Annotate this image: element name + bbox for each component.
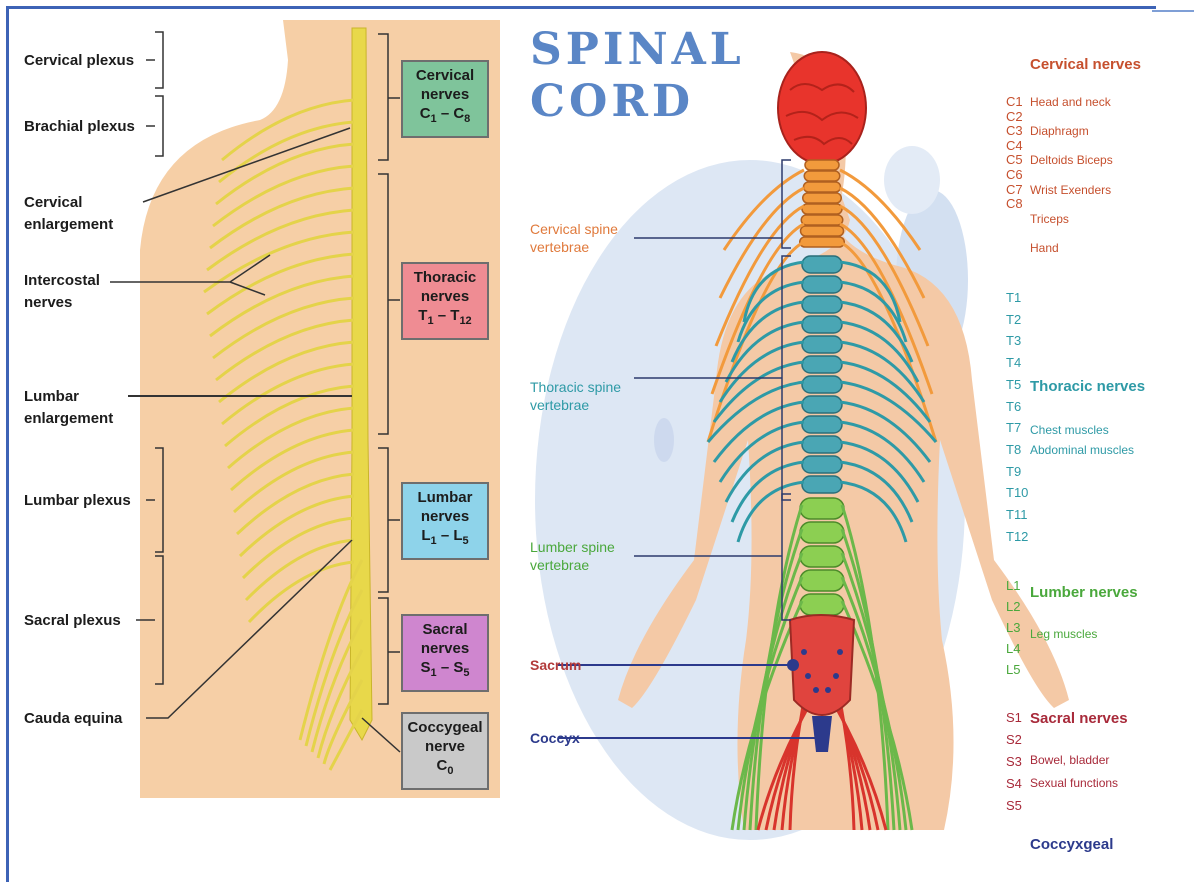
box-lumbar-range: L1 – L5 (403, 526, 487, 551)
group-title-cervical: Cervical nerves (1030, 56, 1141, 73)
nerve-code: S2 (1006, 730, 1022, 750)
nerve-code: S5 (1006, 796, 1022, 816)
vertebra (802, 276, 842, 293)
box-coccygeal-line1: Coccygeal (403, 718, 487, 737)
vertebra (802, 316, 842, 333)
nerve-code: T3 (1006, 331, 1021, 351)
label-cervical-enlargement: Cervical enlargement (24, 192, 113, 236)
box-lumbar-nerves: Lumbar nerves L1 – L5 (401, 482, 489, 560)
box-thoracic-line2: nerves (403, 287, 487, 306)
nerve-code: C8 (1006, 194, 1023, 214)
vertebra (802, 456, 842, 473)
vertebra (802, 376, 842, 393)
vertebra (805, 160, 839, 170)
label-lumber-spine-vertebrae: Lumber spine vertebrae (530, 538, 615, 574)
nerve-code: T12 (1006, 527, 1028, 547)
nerve-function: Triceps (1030, 209, 1069, 229)
box-lumbar-line2: nerves (403, 507, 487, 526)
label-cauda-equina: Cauda equina (24, 708, 122, 730)
vertebra (804, 182, 841, 192)
vertebra (802, 256, 842, 273)
box-coccygeal-line2: nerve (403, 737, 487, 756)
nerve-code: L3 (1006, 618, 1020, 638)
nerve-code: T7 (1006, 418, 1021, 438)
label-cervical-spine-vertebrae: Cervical spine vertebrae (530, 220, 618, 256)
group-title-thoracic: Thoracic nerves (1030, 378, 1145, 395)
label-sacrum: Sacrum (530, 656, 581, 674)
vertebra (800, 237, 845, 247)
vertebra (802, 476, 842, 493)
group-title-coccygeal: Coccyxgeal (1030, 836, 1113, 853)
nerve-function: Sexual functions (1030, 773, 1118, 793)
nerve-code: T10 (1006, 483, 1028, 503)
nerve-code: L4 (1006, 639, 1020, 659)
nerve-code: T6 (1006, 397, 1021, 417)
box-sacral-line2: nerves (403, 639, 487, 658)
nerve-function: Deltoids Biceps (1030, 150, 1113, 170)
vertebra (802, 436, 842, 453)
nerve-code: L5 (1006, 660, 1020, 680)
vertebra (802, 336, 842, 353)
group-title-sacral: Sacral nerves (1030, 710, 1128, 727)
nerve-code: L2 (1006, 597, 1020, 617)
label-thoracic-spine-vertebrae: Thoracic spine vertebrae (530, 378, 621, 414)
nerve-function: Diaphragm (1030, 121, 1089, 141)
nerve-code: T8 (1006, 440, 1021, 460)
box-cervical-line1: Cervical (403, 66, 487, 85)
label-sacral-plexus: Sacral plexus (24, 610, 121, 632)
nerve-code: T2 (1006, 310, 1021, 330)
box-thoracic-line1: Thoracic (403, 268, 487, 287)
nerve-code: T9 (1006, 462, 1021, 482)
vertebra (802, 416, 842, 433)
nerve-code: S4 (1006, 774, 1022, 794)
nerve-code: T4 (1006, 353, 1021, 373)
vertebra (802, 296, 842, 313)
nerve-code: S1 (1006, 708, 1022, 728)
vertebra (802, 356, 842, 373)
vertebra (802, 396, 842, 413)
label-cervical-plexus: Cervical plexus (24, 50, 134, 72)
nerve-function: Leg muscles (1030, 624, 1097, 644)
box-cervical-line2: nerves (403, 85, 487, 104)
nerve-code: T5 (1006, 375, 1021, 395)
nerve-code: T11 (1006, 505, 1027, 525)
box-sacral-nerves: Sacral nerves S1 – S5 (401, 614, 489, 692)
nerve-function: Wrist Exenders (1030, 180, 1111, 200)
label-coccyx: Coccyx (530, 729, 580, 747)
label-brachial-plexus: Brachial plexus (24, 116, 135, 138)
vertebra (802, 204, 842, 214)
label-lumbar-enlargement: Lumbar enlargement (24, 386, 113, 430)
nerve-function: Hand (1030, 238, 1059, 258)
group-title-lumber: Lumber nerves (1030, 584, 1138, 601)
vertebra (803, 193, 842, 203)
label-lumbar-plexus: Lumbar plexus (24, 490, 131, 512)
label-intercostal-nerves: Intercostal nerves (24, 270, 100, 314)
nerve-function: Abdominal muscles (1030, 440, 1134, 460)
vertebra (800, 594, 844, 615)
box-sacral-range: S1 – S5 (403, 658, 487, 683)
vertebra (800, 546, 844, 567)
vertebra (804, 171, 840, 181)
nerve-code: T1 (1006, 288, 1021, 308)
nerve-function: Head and neck (1030, 92, 1111, 112)
title-line1: SPINAL (530, 26, 745, 74)
nerve-code: S3 (1006, 752, 1022, 772)
box-cervical-range: C1 – C8 (403, 104, 487, 129)
vertebra (800, 522, 844, 543)
title-line2: CORD (530, 78, 694, 126)
box-thoracic-range: T1 – T12 (403, 306, 487, 331)
box-cervical-nerves: Cervical nerves C1 – C8 (401, 60, 489, 138)
vertebra (801, 226, 844, 236)
box-sacral-line1: Sacral (403, 620, 487, 639)
box-coccygeal-nerve: Coccygeal nerve C0 (401, 712, 489, 790)
nerve-function: Chest muscles (1030, 420, 1109, 440)
box-thoracic-nerves: Thoracic nerves T1 – T12 (401, 262, 489, 340)
nerve-function: Bowel, bladder (1030, 750, 1109, 770)
box-lumbar-line1: Lumbar (403, 488, 487, 507)
vertebra (800, 570, 844, 591)
vertebra (800, 498, 844, 519)
nerve-code: L1 (1006, 576, 1020, 596)
box-coccygeal-range: C0 (403, 756, 487, 781)
vertebra (801, 215, 843, 225)
